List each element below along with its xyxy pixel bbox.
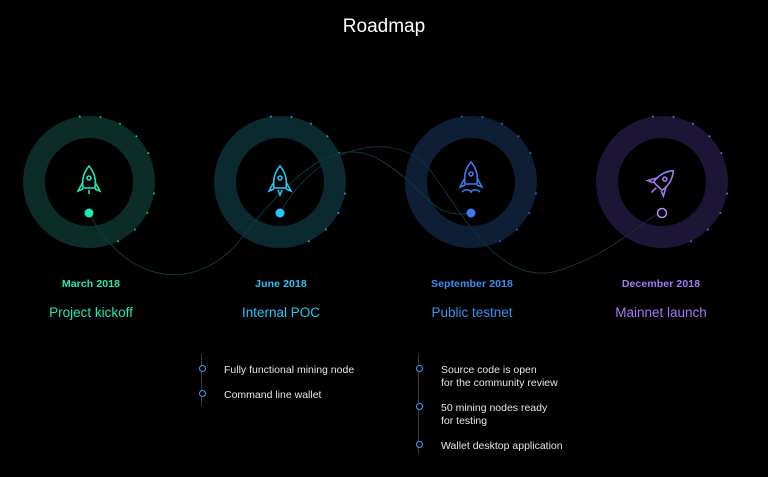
stage-date: June 2018	[255, 278, 307, 290]
ring-dot	[689, 240, 692, 243]
bullet-icon	[416, 365, 423, 372]
rocket-icon	[76, 164, 102, 194]
ring-dot	[719, 212, 722, 214]
stage-2-ring	[214, 116, 346, 248]
stage-2-node	[275, 208, 285, 218]
ring-dot	[501, 122, 503, 125]
stage-4-ring	[596, 116, 728, 248]
ring-dot	[720, 152, 723, 155]
stage-1-node	[84, 208, 94, 218]
rocket-flying-icon	[645, 169, 675, 199]
page-title: Roadmap	[342, 16, 426, 37]
stage-name: Project kickoff	[49, 305, 133, 320]
ring-dot	[726, 192, 728, 195]
stage-march-2018: March 2018 Project kickoff	[6, 278, 176, 320]
list-item: 50 mining nodes ready for testing	[416, 402, 619, 428]
ring-dot	[498, 240, 501, 243]
ring-dot	[517, 135, 520, 138]
stage-date: September 2018	[431, 278, 513, 290]
ring-dot	[326, 135, 329, 138]
ring-dot	[310, 122, 312, 125]
stage-december-2018: December 2018 Mainnet launch	[576, 278, 746, 320]
list-item: Fully functional mining node	[199, 364, 392, 377]
list-item: Wallet desktop application	[416, 440, 619, 453]
ring-dot	[529, 152, 532, 155]
rocket-launch-icon	[458, 160, 484, 194]
details-internal-poc: Fully functional mining node Command lin…	[199, 354, 392, 406]
ring-dot	[290, 116, 293, 118]
ring-dot	[651, 115, 654, 118]
stage-name: Public testnet	[431, 305, 513, 320]
list-item: Command line wallet	[199, 389, 392, 402]
ring-dot	[708, 135, 711, 138]
ring-dot	[324, 228, 327, 231]
list-item: Source code is open for the community re…	[416, 364, 619, 390]
details-public-testnet: Source code is open for the community re…	[416, 354, 619, 454]
ring-dot	[460, 115, 463, 118]
ring-dot	[692, 122, 694, 125]
ring-dot	[147, 152, 150, 155]
rocket-icon	[267, 164, 293, 198]
bullet-icon	[199, 365, 206, 372]
ring-dot	[307, 240, 310, 243]
ring-dot	[706, 228, 709, 231]
stage-name: Internal POC	[241, 305, 321, 320]
bullet-icon	[199, 390, 206, 397]
wave-curve-2	[279, 146, 663, 274]
ring-dot	[153, 192, 155, 195]
stage-3-node	[466, 208, 476, 218]
ring-dot	[269, 115, 272, 118]
stage-4-node	[656, 207, 668, 219]
ring-dot	[135, 135, 138, 138]
ring-dot	[672, 116, 675, 118]
stage-name: Mainnet launch	[615, 305, 707, 320]
ring-dot	[515, 228, 518, 231]
details-line	[201, 354, 202, 406]
ring-dot	[481, 116, 484, 118]
bullet-icon	[416, 403, 423, 410]
stage-date: March 2018	[61, 278, 121, 290]
ring-dot	[119, 122, 121, 125]
stage-1-ring	[23, 116, 155, 248]
stage-date: December 2018	[621, 278, 701, 290]
stage-september-2018: September 2018 Public testnet	[387, 278, 557, 320]
ring-dot	[344, 192, 346, 195]
ring-dot	[133, 228, 136, 231]
wave-curve-1	[88, 151, 472, 276]
stage-3-ring	[405, 116, 537, 248]
ring-dot	[99, 116, 102, 118]
ring-dot	[535, 192, 537, 195]
ring-dot	[78, 115, 81, 118]
ring-dot	[116, 240, 119, 243]
stage-june-2018: June 2018 Internal POC	[196, 278, 366, 320]
bullet-icon	[416, 441, 423, 448]
